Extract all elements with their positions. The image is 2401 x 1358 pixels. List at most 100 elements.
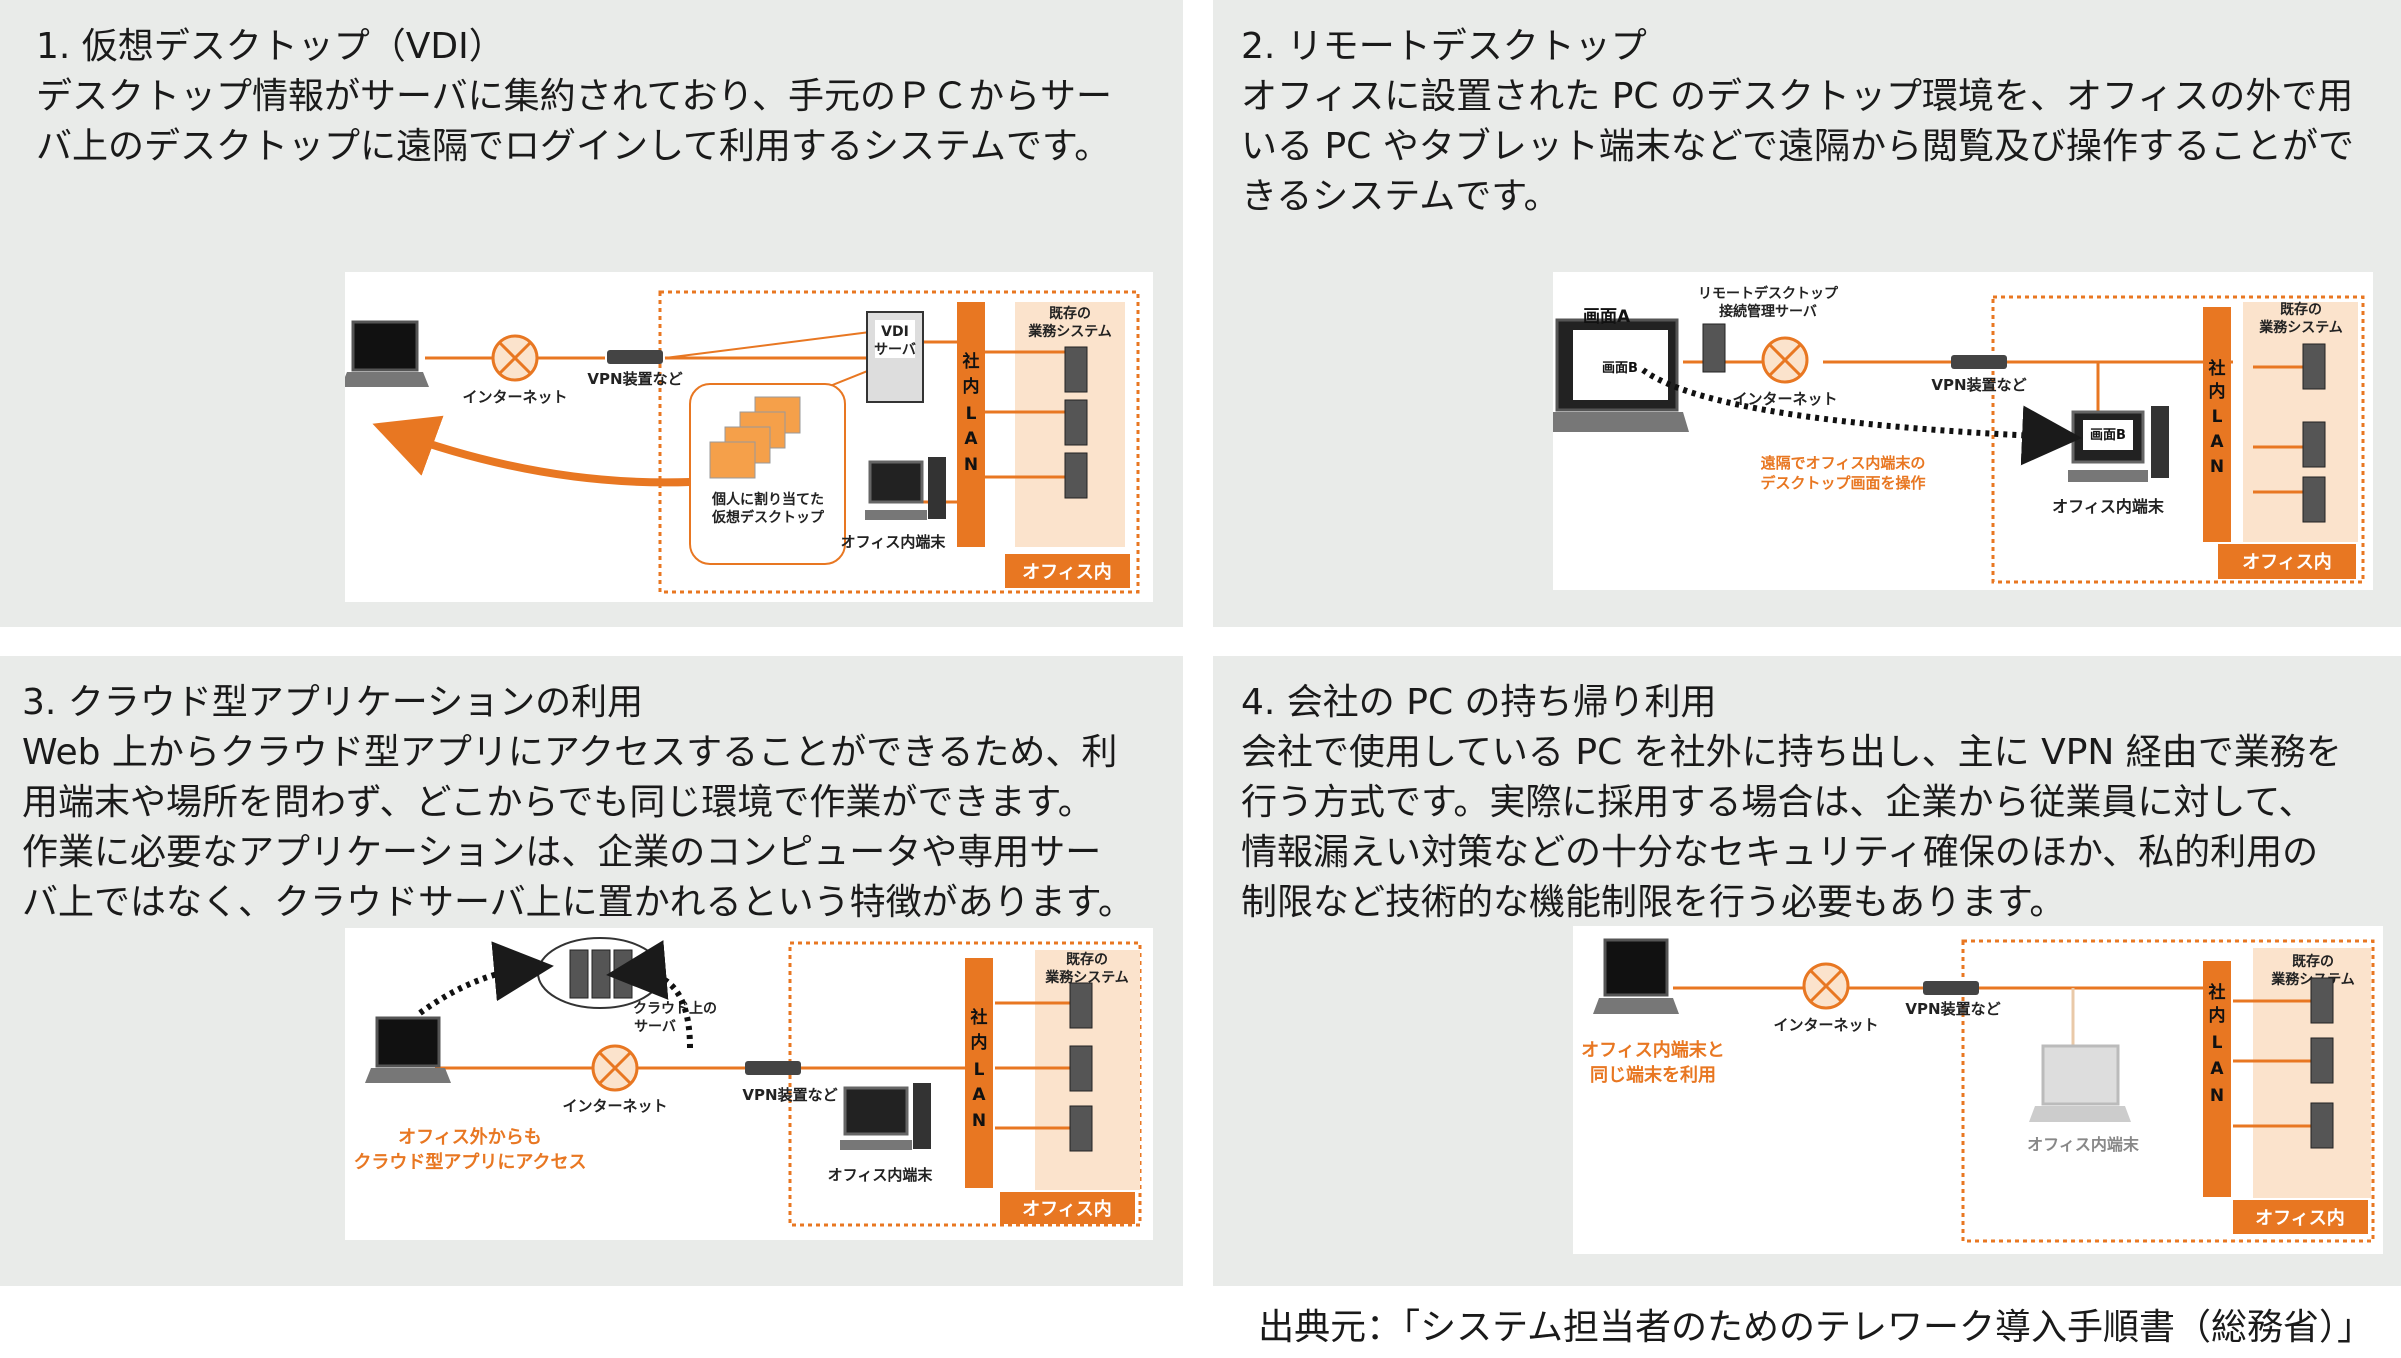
cloud-label: クラウド上の (633, 1001, 717, 1017)
lan-char: L (2212, 1033, 2223, 1053)
panel-description-line: デスクトップ情報がサーバに集約されており、手元のＰＣからサー (36, 76, 1113, 117)
panel-heading: 4. 会社の PC の持ち帰り利用 (1241, 682, 1717, 723)
lan-char: L (974, 1060, 985, 1080)
panel-description-line: 情報漏えい対策などの十分なセキュリティ確保のほか、私的利用の (1241, 832, 2319, 873)
panel-description-line: 行う方式です。実際に採用する場合は、企業から従業員に対して、 (1241, 782, 2315, 823)
business-server-icon (1064, 452, 1088, 499)
lan-char: 社 (2208, 358, 2226, 379)
remote-operation-label: 遠隔でオフィス内端末の (1761, 454, 1926, 472)
lan-char: A (2210, 1059, 2224, 1079)
lan-bar (957, 302, 985, 547)
panel-description-line: 作業に必要なアプリケーションは、企業のコンピュータや専用サー (22, 832, 1102, 873)
screen-a-label: 画面A (1583, 307, 1631, 327)
systems-label-2: 業務システム (1044, 969, 1129, 986)
systems-label-2: 業務システム (2258, 319, 2343, 336)
systems-label: 既存の (1049, 305, 1091, 322)
source-citation: 出典元：「システム担当者のためのテレワーク導入手順書（総務省）」 (1258, 1307, 2373, 1348)
lan-char: 内 (971, 1032, 988, 1053)
internet-icon (591, 1044, 639, 1092)
business-server-icon (1069, 1105, 1093, 1152)
remote-operation-label-2: デスクトップ画面を操作 (1760, 474, 1925, 492)
lan-bar (965, 958, 993, 1188)
lan-char: 内 (2209, 1005, 2226, 1026)
cloud-app-diagram: クラウド上の サーバ インターネット VPN装置など オフィス内端末 (345, 928, 1153, 1240)
rd-server-label-2: 接続管理サーバ (1719, 303, 1817, 320)
screen-b-label-2: 画面B (2090, 428, 2126, 443)
panel-description-line: バ上ではなく、クラウドサーバ上に置かれるという特徴があります。 (22, 882, 1135, 923)
panel-description-line: Web 上からクラウド型アプリにアクセスすることができるため、利 (22, 732, 1118, 773)
business-server-icon (2310, 977, 2334, 1024)
business-server-icon (2302, 476, 2326, 523)
office-boundary (658, 290, 1140, 594)
same-terminal-label-2: 同じ端末を利用 (1590, 1064, 1716, 1086)
panel-cloud-app: 3. クラウド型アプリケーションの利用 Web 上からクラウド型アプリにアクセス… (0, 656, 1183, 1286)
rd-server-label: リモートデスクトップ (1698, 285, 1839, 302)
office-in-badge (1005, 554, 1130, 588)
vpn-label: VPN装置など (742, 1086, 837, 1104)
virtual-desktop-label-2: 仮想デスクトップ (711, 509, 825, 526)
remote-operation-arrow (1641, 367, 2082, 466)
business-server-icon (1064, 346, 1088, 393)
internet-label: インターネット (462, 388, 567, 406)
systems-label: 既存の (2292, 953, 2334, 970)
office-terminal-label: オフィス内端末 (828, 1166, 934, 1184)
vdi-label-2: サーバ (874, 342, 916, 358)
laptop-icon (365, 1016, 451, 1083)
laptop-icon (1553, 318, 1689, 432)
internet-icon (491, 334, 539, 382)
office-in-label: オフィス内 (1022, 561, 1112, 583)
panel-take-home-pc: 4. 会社の PC の持ち帰り利用 会社で使用している PC を社外に持ち出し、… (1213, 656, 2401, 1286)
panel-description-line: オフィスに設置された PC のデスクトップ環境を、オフィスの外で用 (1241, 76, 2354, 117)
vdi-diagram: インターネット VPN装置など VDI サーバ 社 内 L A N 既存の 業務… (345, 272, 1153, 602)
lan-char: 社 (962, 351, 980, 372)
vdi-server-icon (866, 311, 924, 403)
panel-vdi: 1. 仮想デスクトップ（VDI） デスクトップ情報がサーバに集約されており、手元… (0, 0, 1183, 627)
vpn-device-icon (1923, 981, 1979, 995)
lan-bar (2203, 307, 2231, 542)
remote-login-arrow (372, 415, 691, 487)
office-boundary (1991, 295, 2365, 584)
internet-icon (1802, 962, 1850, 1010)
office-boundary (1961, 939, 2375, 1243)
same-terminal-label: オフィス内端末と (1581, 1039, 1725, 1061)
lan-char: L (2212, 407, 2223, 427)
business-server-icon (1064, 399, 1088, 446)
vdi-label: VDI (881, 324, 909, 340)
screen-b-label: 画面B (1602, 361, 1638, 376)
panel-remote-desktop: 2. リモートデスクトップ オフィスに設置された PC のデスクトップ環境を、オ… (1213, 0, 2401, 627)
panel-description-line: 会社で使用している PC を社外に持ち出し、主に VPN 経由で業務を (1241, 732, 2342, 773)
business-server-icon (2302, 421, 2326, 468)
panel-heading: 1. 仮想デスクトップ（VDI） (36, 26, 505, 67)
lan-char: N (2210, 457, 2224, 477)
panel-description-line: いる PC やタブレット端末などで遠隔から閲覧及び操作することがで (1241, 126, 2355, 167)
office-terminal-label: オフィス内端末 (2027, 1135, 2140, 1154)
systems-label-2: 業務システム (1027, 323, 1112, 340)
office-terminal-ghost-icon (2029, 1044, 2131, 1122)
systems-label: 既存の (2280, 301, 2322, 318)
rd-server-icon (1702, 323, 1726, 373)
lan-char: N (964, 455, 978, 475)
access-label: オフィス外からも (398, 1126, 542, 1148)
vpn-label: VPN装置など (1905, 1000, 2000, 1018)
cloud-access-arrow (418, 941, 554, 1016)
panel-heading: 3. クラウド型アプリケーションの利用 (22, 682, 644, 723)
business-server-icon (1069, 1045, 1093, 1092)
virtual-desktop-icon (709, 396, 801, 479)
business-server-icon (2310, 1102, 2334, 1149)
office-in-badge (1000, 1192, 1135, 1224)
business-server-icon (2302, 343, 2326, 390)
vpn-device-icon (607, 350, 663, 364)
cloud-label-2: サーバ (634, 1019, 676, 1035)
lan-char: A (972, 1085, 986, 1105)
business-server-icon (1069, 982, 1093, 1029)
vpn-label: VPN装置など (587, 370, 682, 388)
access-label-2: クラウド型アプリにアクセス (353, 1151, 586, 1173)
lan-char: A (2210, 432, 2224, 452)
vpn-device-icon (745, 1061, 801, 1075)
internet-label: インターネット (1773, 1016, 1878, 1034)
office-in-badge (2233, 1200, 2368, 1234)
remote-desktop-diagram: 画面A 画面B リモートデスクトップ 接続管理サーバ インターネット VPN装置… (1553, 272, 2373, 590)
office-terminal-icon (2068, 406, 2169, 482)
cloud-icon (537, 937, 663, 1009)
vpn-label: VPN装置など (1931, 376, 2026, 394)
